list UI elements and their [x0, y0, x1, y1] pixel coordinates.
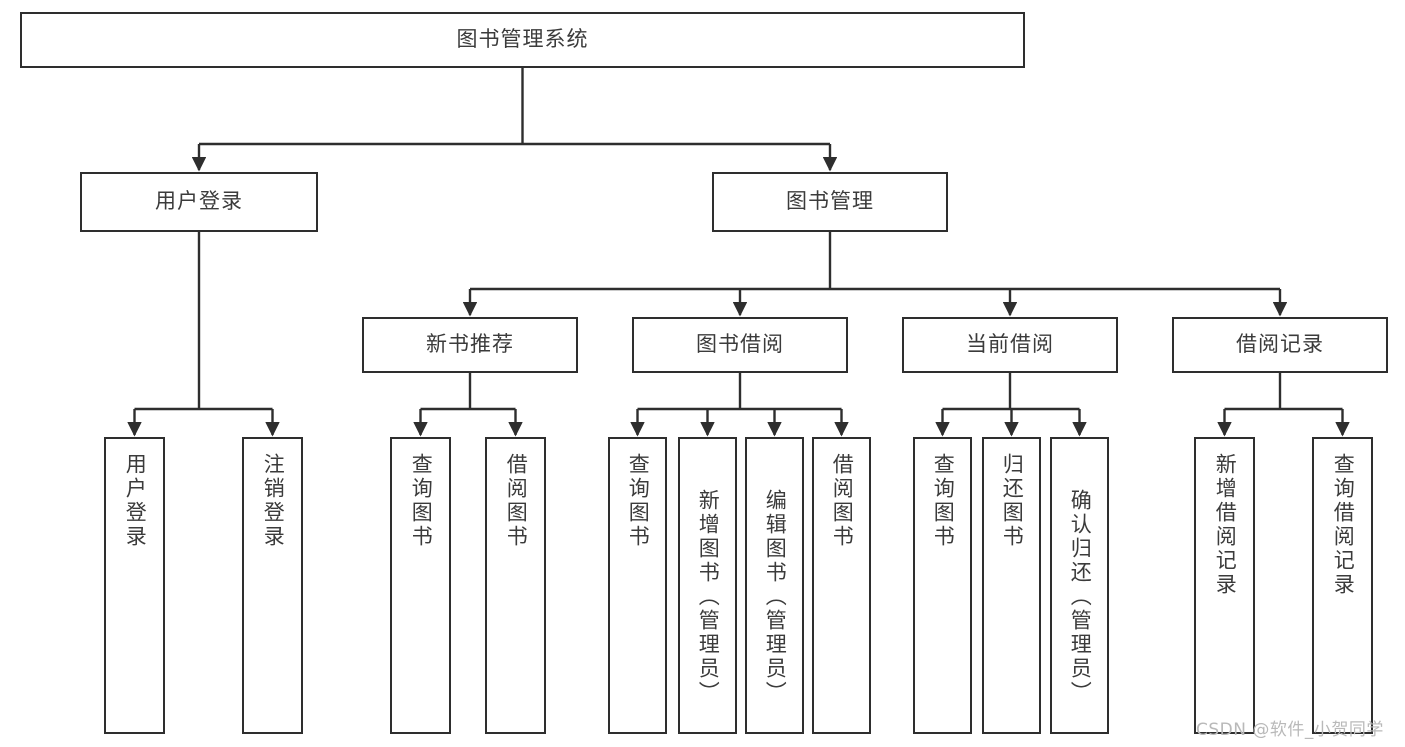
node-leaf-borrow-book-2[interactable]: 借阅图书	[812, 437, 871, 734]
node-root[interactable]: 图书管理系统	[20, 12, 1025, 68]
node-label: 借阅图书	[830, 453, 855, 549]
node-label: 图书管理系统	[456, 27, 589, 52]
node-book-manage[interactable]: 图书管理	[712, 172, 948, 232]
node-leaf-add-book[interactable]: 新增图书（管理员）	[678, 437, 737, 734]
node-leaf-query-book-2[interactable]: 查询图书	[608, 437, 667, 734]
node-label: 图书借阅	[696, 332, 784, 357]
node-leaf-user-login[interactable]: 用户登录	[104, 437, 165, 734]
node-label: 用户登录	[123, 453, 148, 549]
node-label: 当前借阅	[966, 332, 1054, 357]
node-book-borrow[interactable]: 图书借阅	[632, 317, 848, 373]
node-label: 借阅图书	[504, 453, 529, 549]
node-new-book-recommend[interactable]: 新书推荐	[362, 317, 578, 373]
node-leaf-borrow-book-1[interactable]: 借阅图书	[485, 437, 546, 734]
node-user-login[interactable]: 用户登录	[80, 172, 318, 232]
watermark-text: CSDN @软件_小贺同学	[1196, 720, 1384, 740]
node-label: 归还图书	[1000, 453, 1025, 549]
node-label: 查询图书	[931, 453, 956, 549]
node-label: 新增借阅记录	[1213, 453, 1238, 597]
node-label: 查询图书	[409, 453, 434, 549]
node-label: 用户登录	[155, 189, 243, 214]
node-leaf-return-book[interactable]: 归还图书	[982, 437, 1041, 734]
node-leaf-query-book-3[interactable]: 查询图书	[913, 437, 972, 734]
node-leaf-user-logout[interactable]: 注销登录	[242, 437, 303, 734]
node-label: 确认归还（管理员）	[1068, 489, 1093, 705]
node-label: 新增图书（管理员）	[696, 489, 721, 705]
node-label: 图书管理	[786, 189, 874, 214]
node-leaf-confirm-return[interactable]: 确认归还（管理员）	[1050, 437, 1109, 734]
node-leaf-edit-book[interactable]: 编辑图书（管理员）	[745, 437, 804, 734]
node-label: 查询图书	[626, 453, 651, 549]
node-label: 注销登录	[261, 453, 286, 549]
node-current-borrow[interactable]: 当前借阅	[902, 317, 1118, 373]
node-label: 查询借阅记录	[1331, 453, 1356, 597]
node-leaf-add-record[interactable]: 新增借阅记录	[1194, 437, 1255, 734]
node-leaf-query-book-1[interactable]: 查询图书	[390, 437, 451, 734]
node-label: 借阅记录	[1236, 332, 1324, 357]
node-leaf-query-record[interactable]: 查询借阅记录	[1312, 437, 1373, 734]
node-borrow-record[interactable]: 借阅记录	[1172, 317, 1388, 373]
node-label: 编辑图书（管理员）	[763, 489, 788, 705]
node-label: 新书推荐	[426, 332, 514, 357]
